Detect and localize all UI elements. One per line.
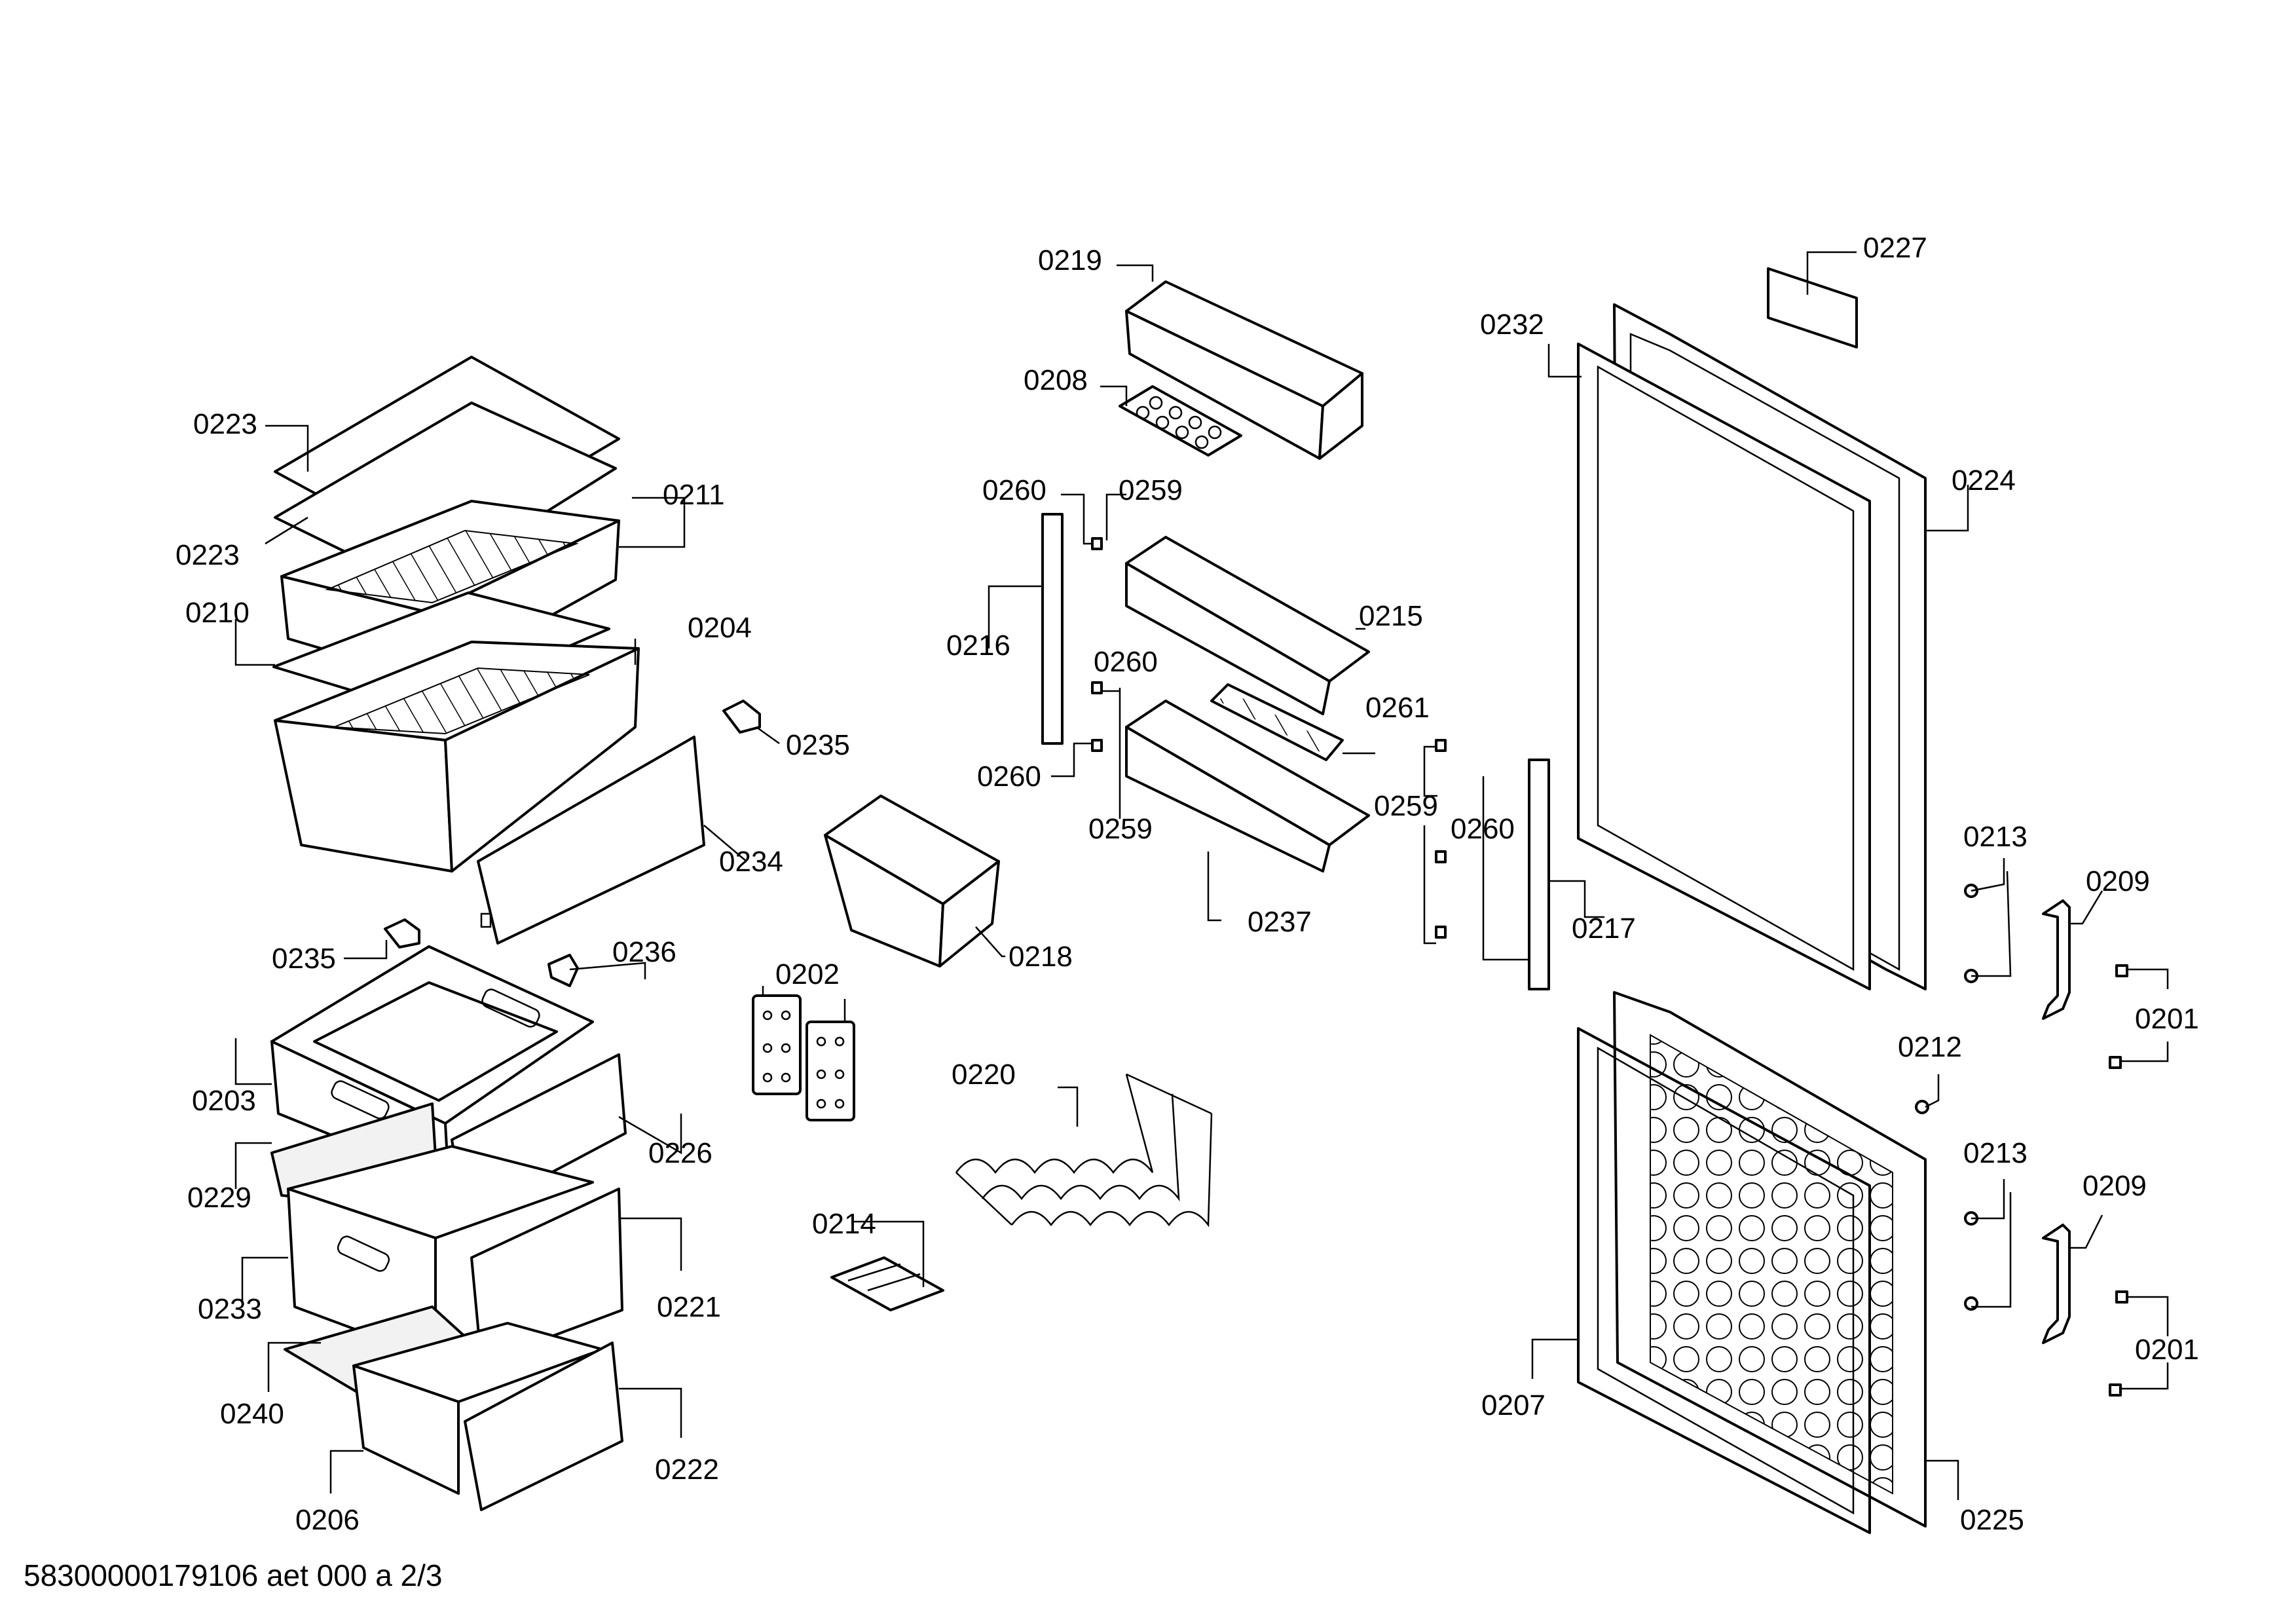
door-shelf-0237 [1125,700,1370,873]
box-0218 [824,795,1000,967]
label-0214: 0214 [812,1208,876,1240]
label-0213-b: 0213 [1963,1137,2028,1169]
label-0259-b: 0259 [1088,813,1153,845]
label-0218: 0218 [1009,941,1073,973]
label-0221: 0221 [657,1291,721,1323]
handle-0209-top [2042,899,2071,1020]
label-0227: 0227 [1863,232,1927,264]
label-0207: 0207 [1481,1389,1546,1421]
label-0206: 0206 [295,1504,360,1536]
bracket-0235-top [722,700,761,734]
butter-compartment-0219 [1125,280,1363,460]
label-0212: 0212 [1898,1031,1962,1063]
ice-tray-0214 [830,1256,944,1311]
door-gasket-0232 [1577,343,1871,990]
label-0259-c: 0259 [1374,790,1438,822]
bottle-retainer-0261 [1210,683,1344,761]
ice-pack-0202-left [752,994,802,1095]
label-0223-bottom: 0223 [176,539,240,571]
crisper-drawer-0204 [274,641,640,873]
door-gasket-0207 [1577,1027,1871,1534]
label-0260-d: 0260 [1451,813,1515,845]
label-0260-c: 0260 [977,760,1041,793]
label-0220: 0220 [952,1059,1016,1091]
label-0234: 0234 [719,846,783,878]
part-labels: 0223 0223 0211 0210 0204 0235 0234 0235 … [176,232,2199,1536]
label-0233: 0233 [198,1293,262,1325]
label-0204: 0204 [688,612,752,644]
drawer-front-0234 [477,736,705,945]
freezer-drawer-0206 [352,1322,604,1495]
label-0235-top: 0235 [786,729,850,761]
label-0216: 0216 [946,629,1010,662]
bracket-0235-bottom [384,918,420,948]
label-0209-a: 0209 [2086,865,2150,897]
label-0229: 0229 [187,1182,251,1214]
label-0215: 0215 [1359,600,1423,632]
door-rail-0217 [1528,759,1550,990]
label-0222: 0222 [655,1454,719,1486]
drawer-front-0222 [464,1342,623,1511]
label-0201-a: 0201 [2135,1003,2199,1035]
clip-0236 [547,954,579,987]
freezer-door-0225 [1613,991,1927,1528]
label-0210: 0210 [185,597,250,629]
label-0201-b: 0201 [2135,1334,2199,1366]
label-0225: 0225 [1960,1504,2024,1536]
leader-lines [234,251,2169,1500]
label-0219: 0219 [1038,244,1102,276]
label-0213-a: 0213 [1963,821,2028,853]
drawer-front-0221 [470,1188,623,1364]
label-0237: 0237 [1248,906,1312,938]
pegs-0259-0260 [1091,537,1447,939]
label-0209-b: 0209 [2083,1170,2147,1202]
label-0227 [1767,267,1858,348]
document-id-footer: 58300000179106 aet 000 a 2/3 [24,1558,443,1592]
label-0236: 0236 [612,936,676,968]
handle-0209-bottom [2042,1224,2071,1344]
label-0226: 0226 [648,1137,713,1169]
label-0203: 0203 [192,1085,256,1117]
label-0224: 0224 [1952,464,2016,497]
label-0208: 0208 [1024,364,1088,396]
door-rail-0216 [1041,513,1064,745]
label-0223-top: 0223 [193,408,257,440]
label-0211: 0211 [663,479,725,511]
label-0202: 0202 [775,958,840,990]
bottle-rack-0220 [955,1073,1213,1228]
label-0235-bottom: 0235 [272,943,336,975]
label-0261: 0261 [1365,692,1430,724]
egg-tray-0208 [1119,385,1242,457]
label-0232: 0232 [1480,309,1544,341]
label-0217: 0217 [1572,912,1636,945]
label-0260-b: 0260 [1094,646,1158,678]
label-0260-a: 0260 [982,474,1046,506]
ice-pack-0202-right [805,1021,855,1121]
label-0259-a: 0259 [1119,474,1183,506]
caps-0201 [2109,964,2128,1397]
door-shelf-0215 [1125,536,1370,715]
label-0240: 0240 [220,1398,284,1430]
